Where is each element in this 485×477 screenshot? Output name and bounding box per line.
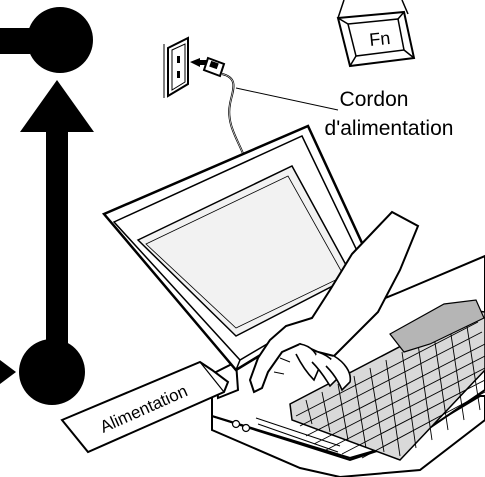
power-plug-icon bbox=[190, 56, 226, 78]
step-5-number: 5 bbox=[36, 341, 67, 404]
up-arrow-icon bbox=[20, 80, 94, 350]
hand bbox=[248, 210, 420, 394]
wall-outlet-icon bbox=[163, 36, 189, 98]
power-button-callout: Alimentation bbox=[60, 360, 230, 454]
fn-key-icon: Fn bbox=[336, 0, 416, 68]
fn-key-label: Fn bbox=[368, 28, 391, 50]
cord-leader-line bbox=[235, 87, 339, 111]
step-5-badge: 5 bbox=[0, 339, 85, 405]
cord-label-line2: d'alimentation bbox=[325, 117, 454, 140]
cord-label-line1: Cordon bbox=[340, 88, 409, 111]
step-6-badge: 6 bbox=[0, 7, 93, 73]
laptop bbox=[101, 124, 485, 477]
step-6-number: 6 bbox=[44, 9, 75, 72]
